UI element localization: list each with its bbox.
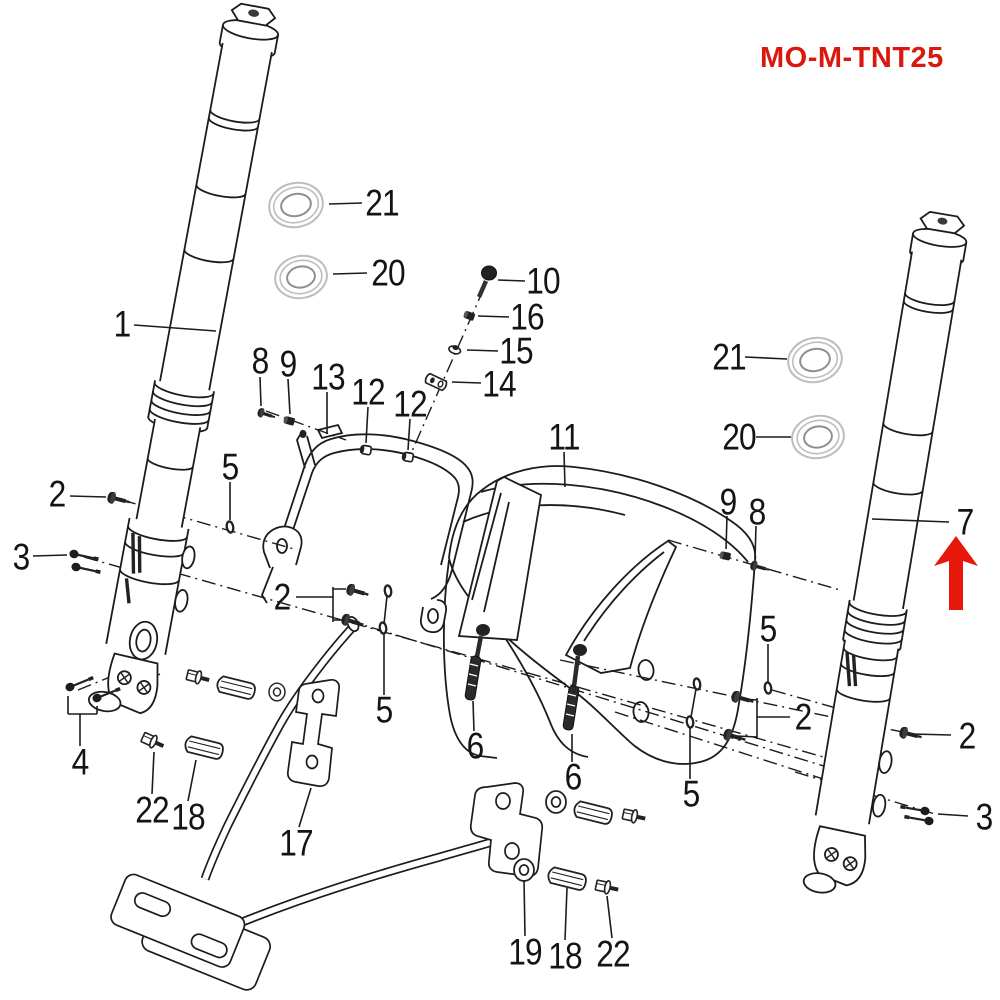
part-label-18: 18 <box>171 795 205 838</box>
fender-right-wing <box>564 539 678 674</box>
part-label-2: 2 <box>48 472 67 515</box>
ring-20-right <box>791 414 845 460</box>
fender-bracket <box>260 423 474 634</box>
part-label-18: 18 <box>548 934 582 977</box>
part-label-12: 12 <box>351 370 385 413</box>
ring-21-right <box>787 336 843 384</box>
pointer-arrow <box>934 536 978 610</box>
strip-6-right <box>562 644 587 731</box>
part-label-10: 10 <box>526 259 560 302</box>
part-label-9: 9 <box>719 480 738 523</box>
part-label-14: 14 <box>482 362 516 405</box>
front-fender <box>442 465 757 765</box>
hardware <box>62 265 937 899</box>
part-label-6: 6 <box>466 724 485 767</box>
left-fork-leg <box>87 2 280 715</box>
leader-lines <box>32 202 969 941</box>
part-label-21: 21 <box>365 181 399 224</box>
part-label-4: 4 <box>71 740 90 783</box>
part-label-22: 22 <box>596 932 630 975</box>
bracket-hinge <box>296 423 344 469</box>
part-label-12: 12 <box>393 382 427 425</box>
part-label-5: 5 <box>682 772 701 815</box>
fender-left-wing <box>457 475 542 641</box>
part-label-17: 17 <box>279 821 313 864</box>
ring-20-left <box>274 254 328 300</box>
part-label-5: 5 <box>759 607 778 650</box>
part-label-3: 3 <box>975 795 994 838</box>
part-label-5: 5 <box>221 445 240 488</box>
part-label-9: 9 <box>279 342 298 385</box>
right-fork-leg <box>802 210 968 894</box>
ring-21-left <box>268 181 324 229</box>
part-label-13: 13 <box>311 355 345 398</box>
part-label-2: 2 <box>273 575 292 618</box>
part-label-16: 16 <box>510 295 544 338</box>
part-label-8: 8 <box>251 339 270 382</box>
part-label-21: 21 <box>712 335 746 378</box>
part-label-20: 20 <box>371 251 405 294</box>
part-label-2: 2 <box>794 695 813 738</box>
bolt-10 <box>476 265 497 298</box>
red-arrow-icon <box>934 536 978 610</box>
part-label-22: 22 <box>135 788 169 831</box>
part-label-15: 15 <box>499 329 533 372</box>
fender-stay-assembly <box>110 616 544 991</box>
part-label-2: 2 <box>958 714 977 757</box>
part-label-11: 11 <box>548 415 580 458</box>
part-label-5: 5 <box>375 688 394 731</box>
mount-plate <box>110 873 272 991</box>
part-label-20: 20 <box>722 415 756 458</box>
reflector-strips <box>464 624 587 731</box>
part-label-1: 1 <box>113 302 132 345</box>
part-label-7: 7 <box>956 500 975 543</box>
part-label-3: 3 <box>12 535 31 578</box>
seal-rings <box>268 181 845 460</box>
diagram-code: MO-M-TNT25 <box>760 42 944 74</box>
part-label-8: 8 <box>748 490 767 533</box>
part-label-19: 19 <box>508 930 542 973</box>
stay-bracket-17 <box>286 679 340 788</box>
strip-6-left <box>464 624 490 701</box>
part-label-6: 6 <box>564 755 583 798</box>
